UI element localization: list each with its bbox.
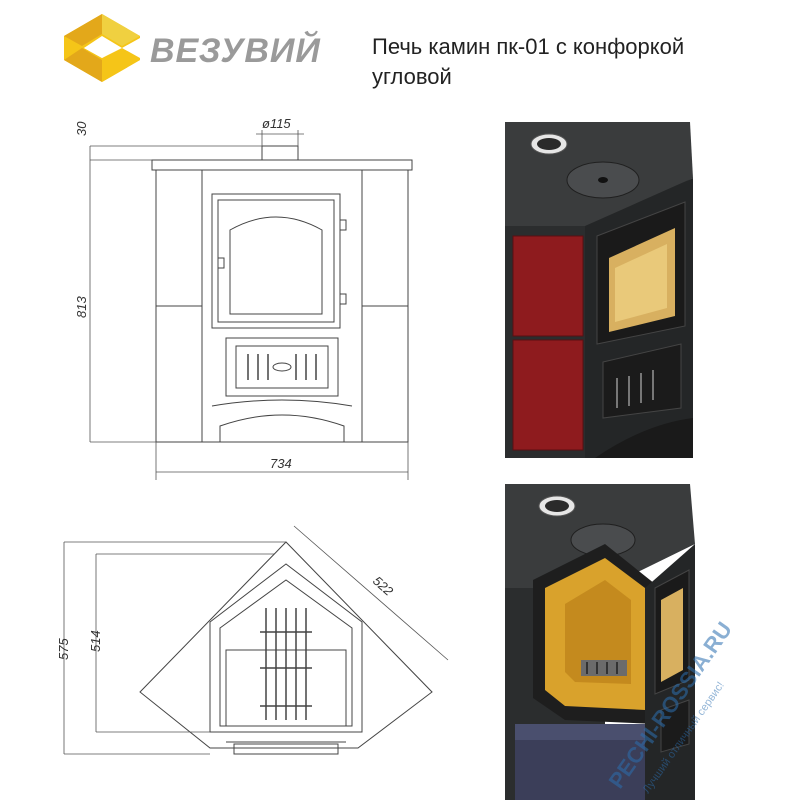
vezuviy-logo <box>64 14 140 82</box>
dim-width: 734 <box>270 456 292 471</box>
dim-depth-outer: 575 <box>56 638 71 660</box>
watermark: PECHI-ROSSIA.RU Лучший отличный сервис! <box>604 617 737 795</box>
product-title-line2: угловой <box>372 64 452 89</box>
dim-top-offset: 30 <box>74 121 89 136</box>
top-view-drawing: 575 514 522 <box>56 525 449 755</box>
product-title-line1: Печь камин пк-01 с конфоркой <box>372 34 685 59</box>
stove-render-cutaway <box>505 484 695 800</box>
front-view-drawing: 30 813 734 ø115 <box>74 116 413 480</box>
dim-height: 813 <box>74 296 89 318</box>
dim-flue-diameter: ø115 <box>262 116 291 131</box>
brand-name: ВЕЗУВИЙ <box>150 32 321 70</box>
dim-depth-inner: 514 <box>88 630 103 652</box>
stove-render-tiled <box>505 122 693 458</box>
